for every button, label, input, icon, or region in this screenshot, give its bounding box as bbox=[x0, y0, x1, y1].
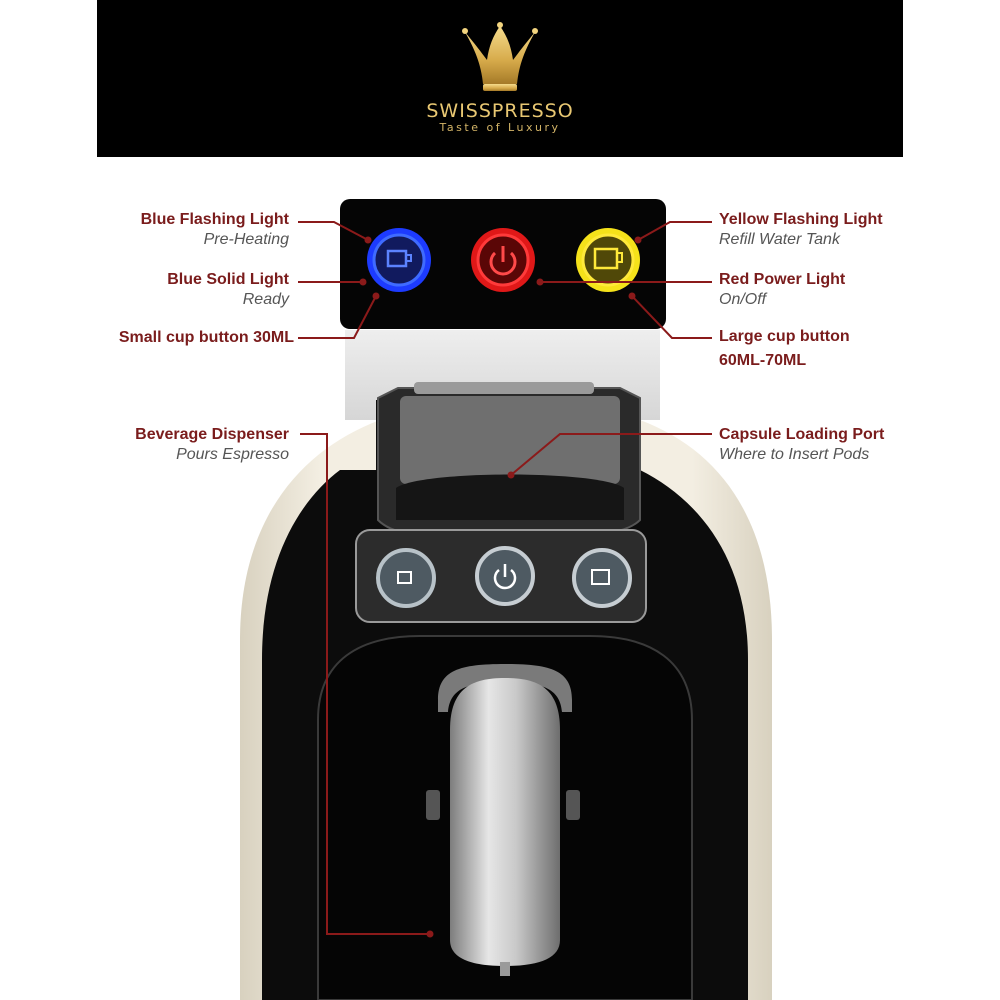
callout-title: Blue Solid Light bbox=[167, 271, 289, 288]
lid-glass bbox=[400, 396, 620, 484]
callout-subtitle: Pre-Heating bbox=[203, 231, 289, 248]
brand-header: SWISSPRESSO Taste of Luxury bbox=[97, 0, 903, 157]
panel-small-cup-button bbox=[376, 548, 436, 608]
callout-title: Beverage Dispenser bbox=[135, 426, 289, 443]
callout-blue-solid: Blue Solid Light Ready bbox=[167, 270, 289, 310]
callout-title: Large cup button bbox=[719, 328, 850, 345]
callout-subtitle: 60ML-70ML bbox=[719, 352, 807, 369]
callout-title: Yellow Flashing Light bbox=[719, 211, 883, 228]
callout-dispenser: Beverage Dispenser Pours Espresso bbox=[135, 425, 289, 465]
callout-large-cup: Large cup button 60ML-70ML bbox=[719, 327, 850, 371]
spout-nozzle bbox=[450, 678, 560, 966]
callout-blue-flashing: Blue Flashing Light Pre-Heating bbox=[141, 210, 289, 250]
lid-handle bbox=[414, 382, 594, 394]
callout-yellow-flashing: Yellow Flashing Light Refill Water Tank bbox=[719, 210, 883, 250]
callout-title: Red Power Light bbox=[719, 271, 846, 288]
callout-subtitle: On/Off bbox=[719, 291, 767, 308]
callout-small-cup: Small cup button 30ML bbox=[119, 328, 294, 348]
power-icon bbox=[489, 251, 517, 276]
callout-subtitle: Refill Water Tank bbox=[719, 231, 840, 248]
callout-title: Blue Flashing Light bbox=[140, 211, 289, 228]
callout-subtitle: Ready bbox=[242, 291, 289, 308]
callout-title: Capsule Loading Port bbox=[719, 426, 885, 443]
crown-logo-icon bbox=[462, 22, 538, 91]
callout-red-power: Red Power Light On/Off bbox=[719, 270, 845, 310]
callout-subtitle: Pours Espresso bbox=[176, 446, 289, 463]
beverage-spout bbox=[438, 664, 572, 712]
capsule-opening bbox=[396, 474, 624, 520]
callout-title: Small cup button 30ML bbox=[118, 329, 294, 346]
callout-capsule-port: Capsule Loading Port Where to Insert Pod… bbox=[719, 425, 884, 465]
leader-lines bbox=[298, 221, 712, 935]
small-cup-icon bbox=[386, 249, 408, 268]
large-cup-icon bbox=[593, 247, 619, 270]
brand-name: SWISSPRESSO bbox=[426, 100, 574, 122]
brand-tagline: Taste of Luxury bbox=[439, 121, 561, 134]
panel-large-cup-button bbox=[572, 548, 632, 608]
callout-subtitle: Where to Insert Pods bbox=[719, 446, 870, 463]
